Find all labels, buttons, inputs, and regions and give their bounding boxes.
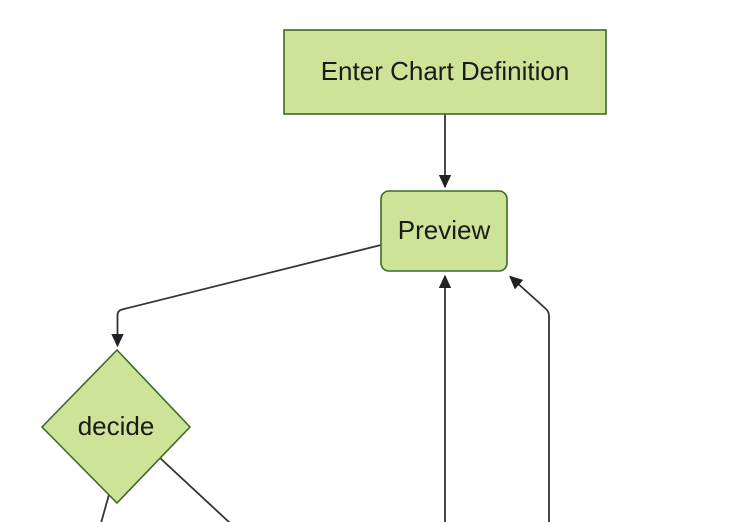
node-decide (40, 348, 192, 505)
edge-decide-to-offscreen-left (100, 490, 111, 522)
node-preview (380, 190, 508, 272)
edge-preview-to-decide (111, 244, 382, 348)
node-enter-chart-definition (283, 29, 607, 115)
edge-offscreen-to-preview-corner (509, 275, 550, 522)
edge-decide-to-offscreen-right (159, 457, 231, 522)
